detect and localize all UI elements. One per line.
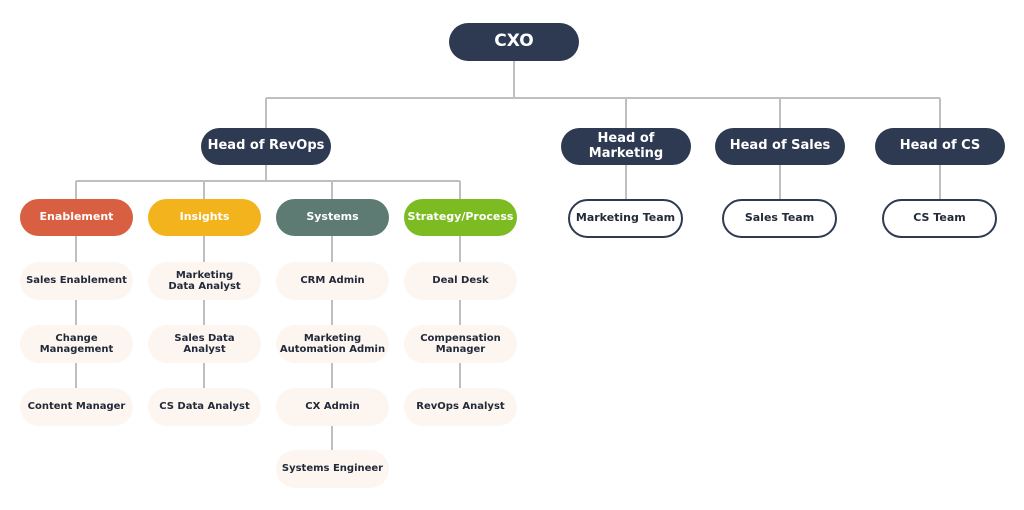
cx-admin-label: CX Admin [305,401,360,413]
change-management-node[interactable]: Change Management [20,325,133,363]
cs-team-node[interactable]: CS Team [882,199,997,238]
enablement-label: Enablement [39,210,114,224]
cx-admin-node[interactable]: CX Admin [276,388,389,426]
sales-enablement-label: Sales Enablement [26,275,127,287]
head-sales-label: Head of Sales [729,138,831,154]
marketing-team-node[interactable]: Marketing Team [568,199,683,238]
marketing-automation-admin-label: Marketing Automation Admin [279,332,386,356]
marketing-data-analyst-label: Marketing Data Analyst [168,269,241,293]
systems-engineer-label: Systems Engineer [281,463,384,475]
revops-analyst-label: RevOps Analyst [416,401,505,413]
sales-enablement-node[interactable]: Sales Enablement [20,262,133,300]
head-revops-node[interactable]: Head of RevOps [201,128,331,165]
head-cs-node[interactable]: Head of CS [875,128,1005,165]
head-marketing-label: Head of Marketing [588,130,664,161]
head-marketing-node[interactable]: Head of Marketing [561,128,691,165]
systems-engineer-node[interactable]: Systems Engineer [276,450,389,488]
marketing-automation-admin-node[interactable]: Marketing Automation Admin [276,325,389,363]
crm-admin-node[interactable]: CRM Admin [276,262,389,300]
compensation-manager-node[interactable]: Compensation Manager [404,325,517,363]
sales-data-analyst-label: Sales Data Analyst [174,332,235,356]
crm-admin-label: CRM Admin [300,275,365,287]
change-management-label: Change Management [39,332,114,356]
head-revops-label: Head of RevOps [207,138,325,154]
cs-team-label: CS Team [913,211,966,225]
insights-node[interactable]: Insights [148,199,261,236]
sales-data-analyst-node[interactable]: Sales Data Analyst [148,325,261,363]
head-sales-node[interactable]: Head of Sales [715,128,845,165]
marketing-data-analyst-node[interactable]: Marketing Data Analyst [148,262,261,300]
cs-data-analyst-node[interactable]: CS Data Analyst [148,388,261,426]
sales-team-node[interactable]: Sales Team [722,199,837,238]
compensation-manager-label: Compensation Manager [420,332,501,356]
content-manager-node[interactable]: Content Manager [20,388,133,426]
strategy-process-node[interactable]: Strategy/Process [404,199,517,236]
content-manager-label: Content Manager [27,401,126,413]
systems-label: Systems [306,210,359,224]
deal-desk-label: Deal Desk [432,275,489,287]
sales-team-label: Sales Team [744,211,815,225]
head-cs-label: Head of CS [899,138,981,154]
enablement-node[interactable]: Enablement [20,199,133,236]
strategy-process-label: Strategy/Process [407,210,514,224]
cxo-node[interactable]: CXO [449,23,579,61]
cxo-label: CXO [494,31,534,52]
deal-desk-node[interactable]: Deal Desk [404,262,517,300]
systems-node[interactable]: Systems [276,199,389,236]
revops-analyst-node[interactable]: RevOps Analyst [404,388,517,426]
marketing-team-label: Marketing Team [575,211,676,225]
cs-data-analyst-label: CS Data Analyst [159,401,250,413]
insights-label: Insights [179,210,230,224]
